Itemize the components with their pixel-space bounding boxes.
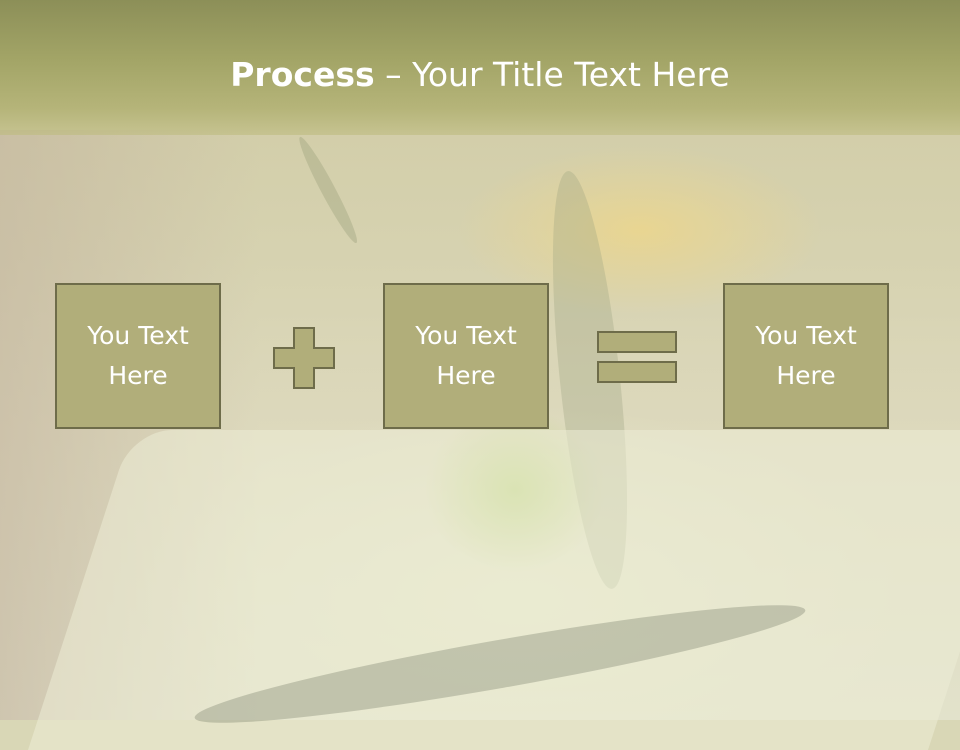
process-box-2[interactable]: You Text Here <box>383 283 549 429</box>
process-box-3[interactable]: You Text Here <box>723 283 889 429</box>
process-box-label: You Text Here <box>415 321 517 390</box>
slide-title[interactable]: Process – Your Title Text Here <box>0 52 960 98</box>
title-bold: Process <box>230 55 375 94</box>
title-rest: Your Title Text Here <box>412 55 730 94</box>
process-box-label: You Text Here <box>87 321 189 390</box>
title-separator: – <box>374 55 413 94</box>
process-box-1[interactable]: You Text Here <box>55 283 221 429</box>
process-box-label: You Text Here <box>755 321 857 390</box>
background-soap-bar <box>28 430 960 750</box>
title-banner <box>0 0 960 135</box>
plus-icon <box>273 327 335 389</box>
equals-icon <box>597 331 677 383</box>
